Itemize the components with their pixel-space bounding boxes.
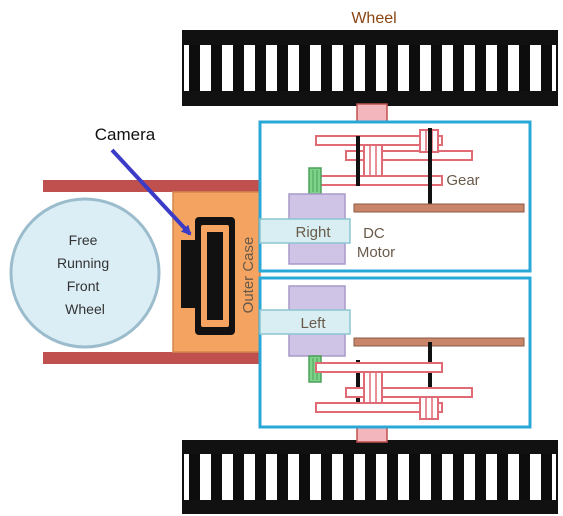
top-wheel-tread-block xyxy=(475,45,486,91)
top-wheel-tread-block xyxy=(519,45,530,91)
right-gear-train xyxy=(315,128,525,213)
dc-motor-label-line1: DC xyxy=(363,225,385,242)
bottom-wheel-tread-block xyxy=(189,454,200,500)
dc-motor-label-line2: Motor xyxy=(357,244,395,261)
front-wheel-label-line2: Running xyxy=(57,255,109,271)
front-wheel-label-line1: Free xyxy=(69,232,98,248)
bottom-wheel-tread-block xyxy=(321,454,332,500)
camera-label: Camera xyxy=(95,125,156,144)
left-motor xyxy=(259,285,351,383)
front-wheel-label-line4: Wheel xyxy=(65,301,105,317)
bottom-wheel-tread-block xyxy=(409,454,420,500)
top-wheel-tread-block xyxy=(453,45,464,91)
top-wheel-tread-block xyxy=(255,45,266,91)
top-wheel-tread-block xyxy=(343,45,354,91)
bottom-wheel xyxy=(182,440,558,514)
front-wheel-label-line3: Front xyxy=(67,278,100,294)
bottom-wheel-tread-block xyxy=(387,454,398,500)
top-wheel-tread-block xyxy=(189,45,200,91)
right-motor xyxy=(259,167,351,265)
right-motor-label: Right xyxy=(295,224,331,241)
bottom-rail xyxy=(43,352,263,364)
bottom-wheel-tread-block xyxy=(255,454,266,500)
top-wheel-tread-block xyxy=(365,45,376,91)
left-gear-train xyxy=(315,337,525,420)
bottom-wheel-tread-block xyxy=(211,454,222,500)
bottom-wheel-tread-block xyxy=(541,454,552,500)
top-wheel-tread-block xyxy=(387,45,398,91)
left-motor-label: Left xyxy=(300,315,326,332)
bottom-wheel-tread-block xyxy=(453,454,464,500)
wheel-label: Wheel xyxy=(351,10,396,27)
gear-label: Gear xyxy=(446,172,479,189)
top-wheel-tread-block xyxy=(277,45,288,91)
front-wheel xyxy=(9,197,161,349)
top-wheel-tread-block xyxy=(497,45,508,91)
top-wheel-tread-block xyxy=(233,45,244,91)
dc-motor-label: DC Motor xyxy=(357,225,395,261)
outer-case-label: Outer Case xyxy=(240,237,257,314)
bottom-wheel-tread-block xyxy=(431,454,442,500)
top-wheel-tread-block xyxy=(541,45,552,91)
bottom-wheel-tread-block xyxy=(365,454,376,500)
camera xyxy=(181,217,235,335)
top-wheel xyxy=(182,30,558,106)
bottom-wheel-tread-block xyxy=(475,454,486,500)
bottom-wheel-tread-block xyxy=(299,454,310,500)
bottom-wheel-tread-block xyxy=(233,454,244,500)
camera-arrow-icon xyxy=(110,148,192,236)
top-wheel-tread-block xyxy=(431,45,442,91)
bottom-wheel-tread-block xyxy=(277,454,288,500)
bottom-wheel-tread-block xyxy=(343,454,354,500)
top-rail xyxy=(43,180,263,192)
top-wheel-tread-block xyxy=(211,45,222,91)
top-wheel-tread-block xyxy=(409,45,420,91)
top-wheel-tread-block xyxy=(321,45,332,91)
top-wheel-tread-block xyxy=(299,45,310,91)
front-wheel-label: Free Running Front Wheel xyxy=(57,232,113,317)
bottom-wheel-tread-block xyxy=(497,454,508,500)
bottom-wheel-tread-block xyxy=(519,454,530,500)
